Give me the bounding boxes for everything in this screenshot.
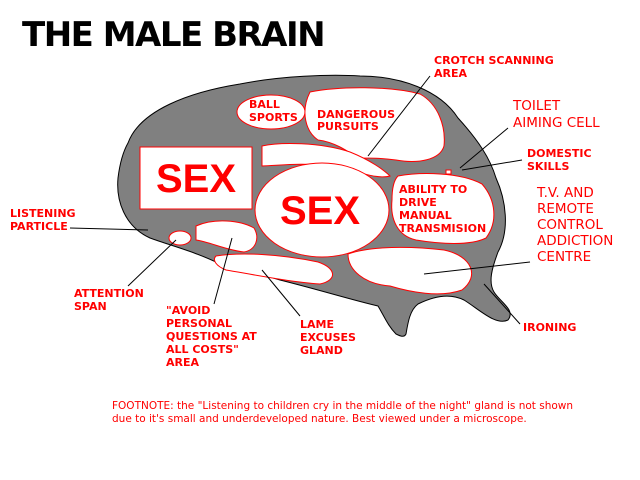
- footnote: FOOTNOTE: the "Listening to children cry…: [112, 400, 576, 425]
- attention-span-label: ATTENTION SPAN: [74, 287, 148, 313]
- listening-particle-label: LISTENING PARTICLE: [10, 207, 79, 233]
- tv-remote-label: T.V. AND REMOTE CONTROL ADDICTION CENTRE: [536, 185, 618, 265]
- ironing-label: IRONING: [523, 321, 576, 334]
- leader-attention-span: [128, 240, 176, 286]
- crotch-scanning-label: CROTCH SCANNING AREA: [434, 54, 558, 80]
- lame-excuses-label: LAME EXCUSES GLAND: [300, 318, 360, 357]
- avoid-questions-label: "AVOID PERSONAL QUESTIONS AT ALL COSTS" …: [166, 304, 261, 369]
- page-title: THE MALE BRAIN: [22, 15, 324, 55]
- toilet-aiming-cell-dot: [446, 170, 451, 174]
- domestic-skills-label: DOMESTIC SKILLS: [527, 147, 595, 173]
- toilet-aiming-label: TOILET AIMING CELL: [512, 98, 600, 131]
- sex-oval-label: SEX: [280, 189, 360, 233]
- sex-box-label: SEX: [156, 157, 236, 201]
